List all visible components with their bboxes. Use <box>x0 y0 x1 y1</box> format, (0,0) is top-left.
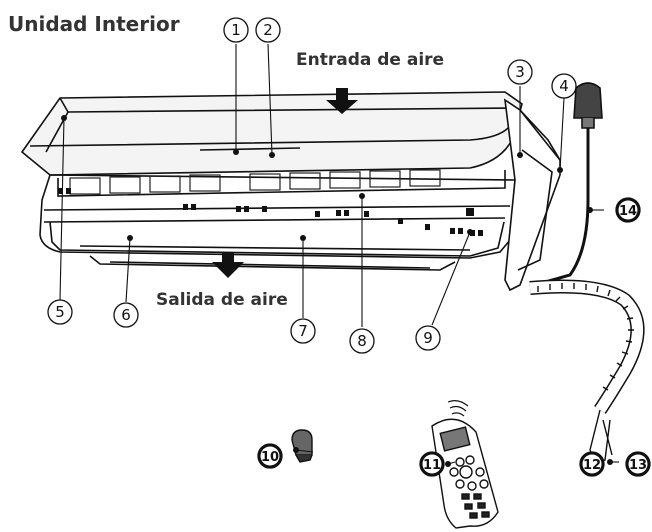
callout-1: 1 <box>231 21 241 39</box>
callout-4: 4 <box>559 77 569 95</box>
air-inlet-label: Entrada de aire <box>296 50 445 70</box>
leader-lines <box>59 43 638 465</box>
callout-8: 8 <box>357 332 367 350</box>
callout-7: 7 <box>298 322 308 340</box>
callout-14: 14 <box>619 204 637 219</box>
callout-11: 11 <box>423 458 441 473</box>
callout-1-marker <box>223 17 249 43</box>
air-outlet-arrow <box>212 252 244 278</box>
air-outlet-label: Salida de aire <box>156 290 288 310</box>
callout-12: 12 <box>583 458 601 473</box>
callout-7-marker <box>290 318 316 344</box>
remote-control <box>431 400 499 529</box>
drain-hose <box>529 279 645 463</box>
callout-9-marker <box>415 325 441 351</box>
callout-8-marker <box>349 328 375 354</box>
callout-4-marker <box>551 73 577 99</box>
callout-9: 9 <box>423 329 433 347</box>
diagram-title: Unidad Interior <box>8 12 180 36</box>
callout-2-marker <box>255 17 281 43</box>
callout-2: 2 <box>263 21 273 39</box>
callout-13: 13 <box>629 458 647 473</box>
power-plug <box>534 82 603 287</box>
top-lid <box>20 91 523 176</box>
clip-part <box>291 429 313 463</box>
callout-3: 3 <box>515 63 525 81</box>
callout-6: 6 <box>121 306 131 324</box>
callout-5: 5 <box>55 303 65 321</box>
callout-10: 10 <box>261 450 279 465</box>
callout-5-marker <box>47 299 73 325</box>
front-body <box>39 169 516 271</box>
side-panel <box>503 98 561 292</box>
air-inlet-arrow <box>326 88 358 114</box>
callout-6-marker <box>113 302 139 328</box>
callout-3-marker <box>507 59 533 85</box>
